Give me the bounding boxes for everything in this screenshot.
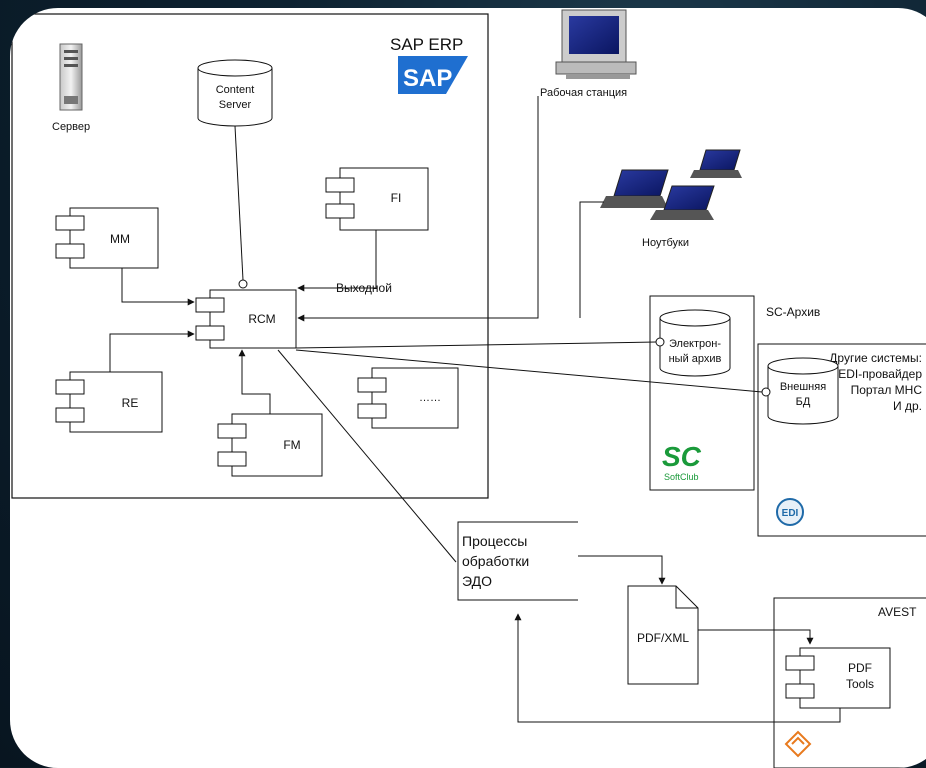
sap-logo: SAP xyxy=(398,56,468,94)
server-icon xyxy=(59,43,83,111)
component-rcm: RCM xyxy=(195,289,297,349)
fm-to-rcm-arrow xyxy=(238,349,271,414)
pdf-to-tools-arrow xyxy=(698,629,814,645)
edo-process-line-1: Процессы xyxy=(462,533,527,549)
tools-to-edo-arrow xyxy=(514,613,841,723)
sap-erp-title: SAP ERP xyxy=(390,35,463,54)
svg-text:PDF: PDF xyxy=(848,661,872,675)
rcm-to-edo-link xyxy=(277,349,457,563)
other-systems-line-2: EDI-провайдер xyxy=(838,367,922,381)
workstation-icon xyxy=(555,9,637,79)
sap-erp-frame xyxy=(11,13,489,499)
svg-text:SoftClub: SoftClub xyxy=(664,472,699,482)
svg-text:Электрон-: Электрон- xyxy=(669,338,721,350)
edo-process-line-3: ЭДО xyxy=(462,573,492,589)
content-server-db: Content Server xyxy=(197,59,273,127)
avest-logo-icon xyxy=(784,730,812,758)
svg-text:FI: FI xyxy=(391,191,402,205)
svg-text:MM: MM xyxy=(110,232,130,246)
edo-process-box xyxy=(457,521,578,601)
svg-text:……: …… xyxy=(419,392,441,404)
diagram-canvas: SAP ERP SAP Сервер Content Server MM FI xyxy=(10,8,926,768)
laptops-link xyxy=(579,201,604,318)
component-mm: MM xyxy=(55,207,159,269)
component-fi: FI xyxy=(325,167,429,231)
external-socket-icon xyxy=(761,387,771,397)
content-server-link xyxy=(234,125,244,281)
laptops-label: Ноутбуки xyxy=(642,237,689,249)
avest-title: AVEST xyxy=(878,605,917,619)
archive-socket-icon xyxy=(655,337,665,347)
re-to-rcm-arrow xyxy=(109,330,195,372)
other-systems-line-3: Портал МНС xyxy=(851,383,923,397)
electronic-archive-db: Электрон- ный архив xyxy=(659,309,731,377)
component-re: RE xyxy=(55,371,163,433)
component-more: …… xyxy=(357,367,459,429)
rcm-to-archive-link xyxy=(295,341,657,349)
svg-text:Внешняя: Внешняя xyxy=(780,381,826,393)
svg-text:RE: RE xyxy=(122,396,139,410)
edi-logo: EDI xyxy=(776,498,804,526)
softclub-logo: SC SoftClub xyxy=(662,441,702,482)
svg-text:Content: Content xyxy=(216,84,255,96)
svg-text:ный архив: ный архив xyxy=(669,353,722,365)
svg-text:БД: БД xyxy=(796,396,811,408)
workstation-to-rcm-arrow xyxy=(297,96,539,322)
svg-text:PDF/XML: PDF/XML xyxy=(637,631,689,645)
external-db: Внешняя БД xyxy=(767,357,839,425)
pdf-xml-document: PDF/XML xyxy=(627,585,699,685)
rcm-to-external-link xyxy=(295,349,763,393)
sc-archive-frame xyxy=(649,295,755,491)
workstation-label: Рабочая станция xyxy=(540,87,627,99)
component-pdf-tools: PDF Tools xyxy=(785,647,891,709)
output-label: Выходной xyxy=(336,281,392,295)
other-systems-line-4: И др. xyxy=(893,399,922,413)
fi-to-rcm-arrow xyxy=(297,230,377,292)
svg-text:Server: Server xyxy=(219,99,252,111)
svg-text:FM: FM xyxy=(283,438,300,452)
mm-to-rcm-arrow xyxy=(121,268,195,306)
edo-to-pdf-arrow xyxy=(578,555,666,585)
sc-archive-title: SC-Архив xyxy=(766,305,820,319)
server-label: Сервер xyxy=(52,121,90,133)
component-fm: FM xyxy=(217,413,323,477)
svg-text:RCM: RCM xyxy=(248,312,275,326)
laptops-icon xyxy=(600,149,742,220)
edo-process-line-2: обработки xyxy=(462,553,529,569)
svg-text:Tools: Tools xyxy=(846,677,874,691)
architecture-diagram: SAP ERP SAP Сервер Content Server MM FI xyxy=(11,9,926,768)
interface-socket-icon xyxy=(238,279,248,289)
other-systems-line-1: Другие системы: xyxy=(829,351,922,365)
svg-text:SC: SC xyxy=(662,441,702,472)
avest-frame xyxy=(773,597,926,768)
svg-text:SAP: SAP xyxy=(403,65,452,92)
svg-text:EDI: EDI xyxy=(782,508,799,519)
